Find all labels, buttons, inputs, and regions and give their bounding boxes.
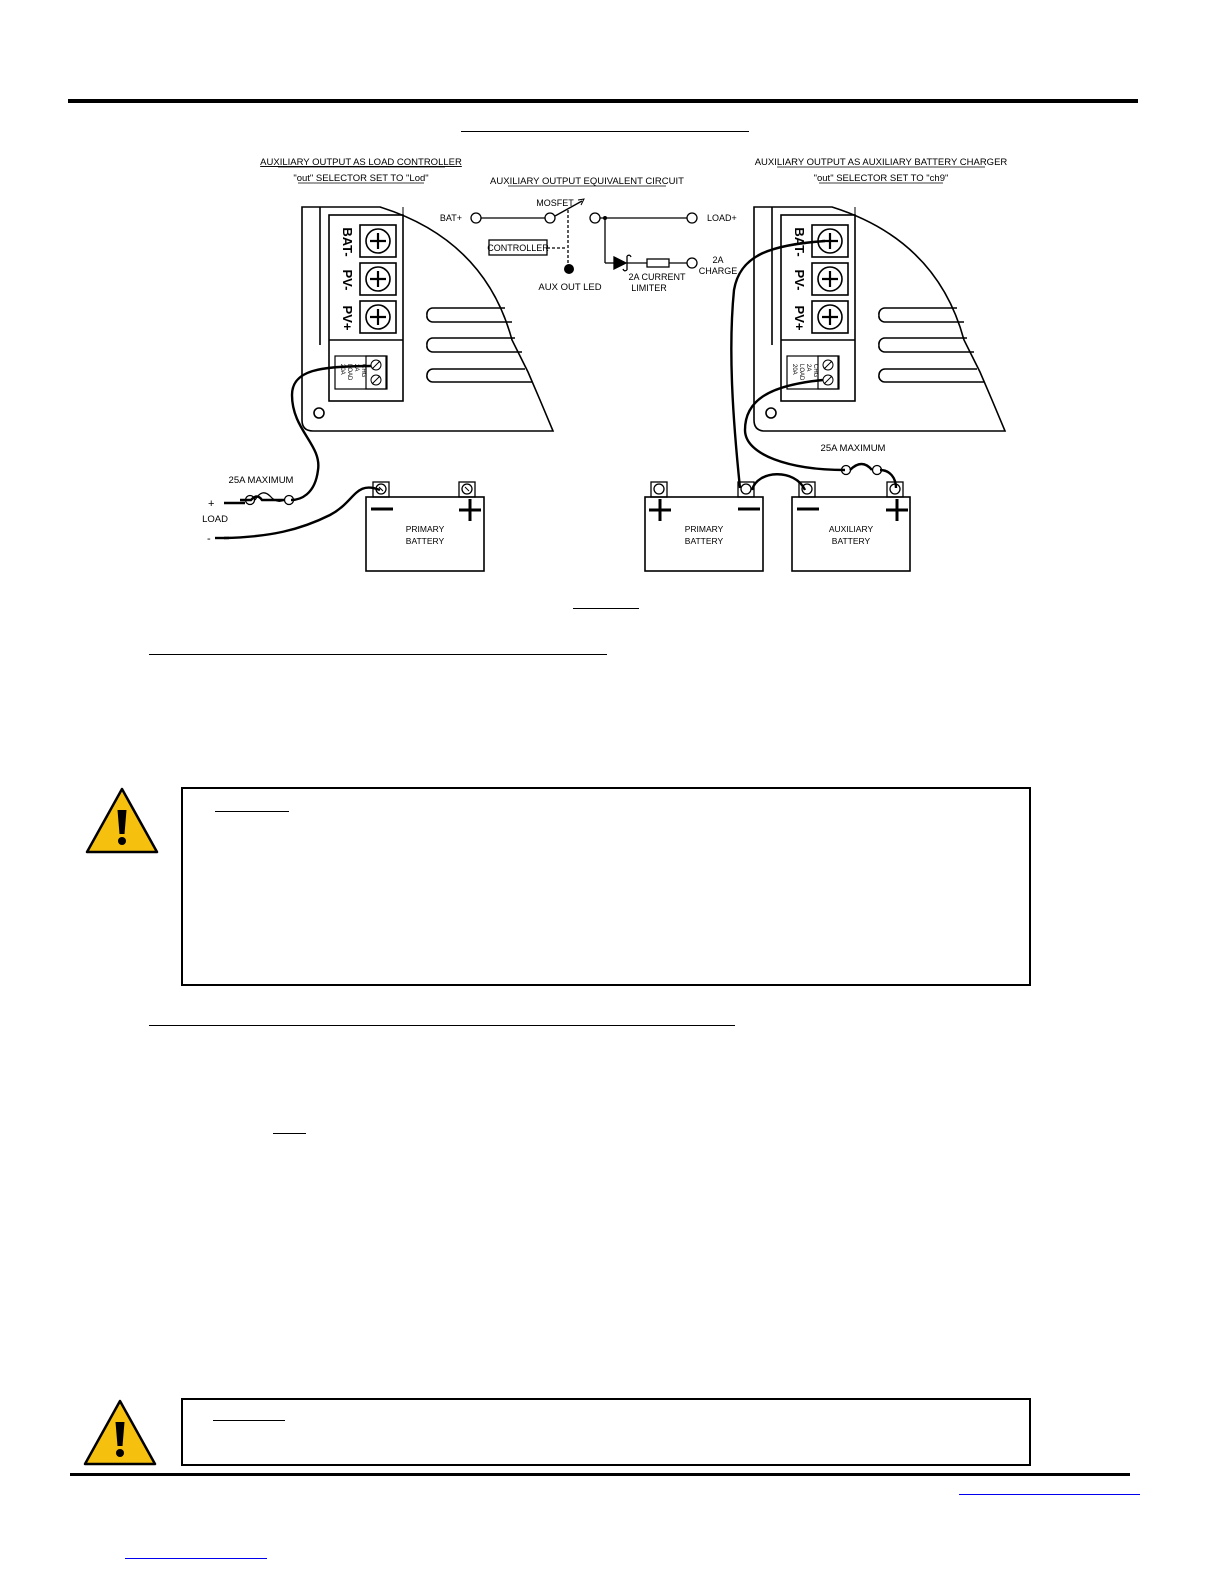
left-fuse-label: 25A MAXIMUM	[229, 475, 294, 486]
charge-label: CHARGE	[699, 266, 738, 276]
warning-box-2-label-underline	[213, 1420, 285, 1421]
left-aux-label-2: LOAD	[346, 364, 352, 381]
right-aux-label-4: CHG	[812, 364, 818, 378]
aux-battery-line1: AUXILIARY	[829, 524, 874, 534]
right-aux-label-3: 2A	[805, 364, 811, 371]
left-fuse	[244, 492, 295, 506]
footer-link-left[interactable]	[125, 1558, 267, 1559]
left-battery-line2: BATTERY	[406, 536, 445, 546]
left-terminal-bat-neg: BAT-	[340, 227, 355, 256]
left-primary-battery	[365, 481, 485, 572]
right-title-line2: "out" SELECTOR SET TO "ch9"	[814, 173, 949, 184]
right-primary-battery	[644, 481, 764, 572]
load-minus-sign: -	[207, 533, 211, 545]
footer-rule	[70, 1473, 1130, 1476]
right-primary-line2: BATTERY	[685, 536, 724, 546]
left-controller-housing	[301, 206, 555, 432]
load-plus-label: LOAD+	[707, 213, 737, 223]
warning-box-2	[181, 1398, 1031, 1466]
mosfet-label: MOSFET	[536, 198, 574, 208]
left-aux-label-1: 20A	[339, 364, 345, 375]
inline-emphasis-underline	[273, 1133, 306, 1134]
left-terminal-pv-neg: PV-	[340, 270, 355, 291]
right-primary-line1: PRIMARY	[685, 524, 724, 534]
auxiliary-battery	[791, 481, 911, 572]
right-title-line1: AUXILIARY OUTPUT AS AUXILIARY BATTERY CH…	[755, 157, 1008, 168]
equivalent-circuit	[470, 198, 698, 272]
current-limiter-line1: 2A CURRENT	[628, 272, 686, 282]
left-title-line2: "out" SELECTOR SET TO "Lod"	[293, 173, 428, 184]
right-aux-label-1: 20A	[791, 364, 797, 375]
left-aux-label-3: 2A	[353, 364, 359, 371]
left-wiring	[215, 364, 381, 540]
left-terminal-pv-pos: PV+	[340, 306, 355, 331]
aux-out-led-label: AUX OUT LED	[538, 282, 601, 293]
warning-triangle-icon-2	[83, 1399, 157, 1466]
footer-link-right[interactable]	[959, 1494, 1140, 1495]
left-battery-line1: PRIMARY	[406, 524, 445, 534]
right-aux-label-2: LOAD	[798, 364, 804, 381]
load-label: LOAD	[202, 514, 228, 525]
section-heading-underline-2	[149, 1025, 735, 1026]
wiring-diagram: AUXILIARY OUTPUT AS LOAD CONTROLLER "out…	[202, 157, 1008, 572]
aux-battery-line2: BATTERY	[832, 536, 871, 546]
section-heading-underline-1	[149, 654, 607, 655]
current-limiter-line2: LIMITER	[631, 283, 667, 293]
right-terminal-pv-neg: PV-	[792, 270, 807, 291]
left-title-line1: AUXILIARY OUTPUT AS LOAD CONTROLLER	[260, 157, 462, 168]
two-a-label: 2A	[712, 255, 723, 265]
figure-heading-underline	[461, 131, 749, 132]
bat-plus-label: BAT+	[440, 213, 462, 223]
header-rule	[68, 99, 1138, 103]
load-plus-sign: +	[208, 498, 214, 510]
warning-box-1-label-underline	[215, 811, 289, 812]
figure-caption-underline	[573, 608, 639, 609]
warning-box-1	[181, 787, 1031, 986]
right-terminal-pv-pos: PV+	[792, 306, 807, 331]
left-aux-label-4: CHG	[360, 364, 366, 378]
right-fuse	[840, 464, 883, 476]
aux-out-led-icon	[564, 264, 574, 274]
right-terminal-bat-neg: BAT-	[792, 227, 807, 256]
right-controller-housing	[753, 206, 1007, 432]
right-fuse-label: 25A MAXIMUM	[821, 443, 886, 454]
warning-triangle-icon	[85, 787, 159, 854]
controller-label: CONTROLLER	[487, 243, 549, 253]
center-title: AUXILIARY OUTPUT EQUIVALENT CIRCUIT	[490, 176, 684, 187]
